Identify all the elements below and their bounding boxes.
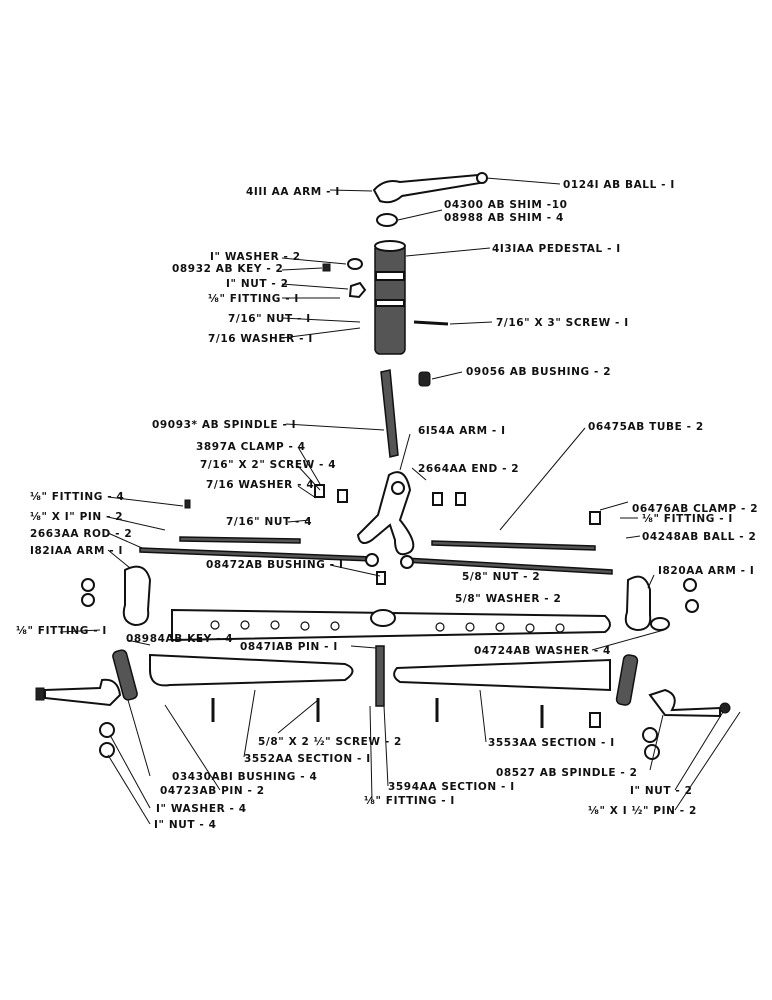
- leader-lines: [59, 177, 741, 825]
- tube-06475-right: [431, 540, 596, 551]
- washer-bottom-left-2: [99, 742, 115, 758]
- clamp-5: [589, 511, 601, 525]
- label-end-2664: 2664AA END - 2: [418, 463, 519, 475]
- end-2664: [365, 553, 379, 567]
- label-nut-1in-2b: I" NUT - 2: [630, 785, 692, 797]
- label-ball-04248: 04248AB BALL - 2: [642, 531, 756, 543]
- parts-illustration: [35, 172, 731, 760]
- label-bushing-03430: 03430ABI BUSHING - 4: [172, 771, 317, 783]
- bushing-03430-right: [615, 654, 639, 706]
- label-washer-7-16-1: 7/16 WASHER - I: [208, 333, 313, 345]
- pedestal-band: [375, 271, 405, 281]
- label-section-3594: 3594AA SECTION - I: [388, 781, 515, 793]
- label-washer-1in-4: I" WASHER - 4: [156, 803, 247, 815]
- side-washer: [81, 578, 95, 592]
- washer-bottom-right: [642, 727, 658, 743]
- spindle-09093: [380, 369, 399, 458]
- label-spindle-08527: 08527 AB SPINDLE - 2: [496, 767, 637, 779]
- nut-right-end: [719, 702, 731, 714]
- side-washer-2: [81, 593, 95, 607]
- label-key-08984: 08984AB KEY - 4: [126, 633, 233, 645]
- label-pin-04723: 04723AB PIN - 2: [160, 785, 265, 797]
- section-3553aa: [393, 658, 611, 692]
- washer-1in: [347, 258, 363, 270]
- end-2664-2: [400, 555, 414, 569]
- label-fitting-1d: ⅛" FITTING - I: [364, 795, 455, 807]
- label-nut-7-16-4: 7/16" NUT - 4: [226, 516, 312, 528]
- label-screw-7-16x2: 7/16" X 2" SCREW - 4: [200, 459, 336, 471]
- pedestal-top: [374, 240, 406, 252]
- bushing-bottom: [589, 712, 601, 728]
- part-labels: 0124I AB BALL - I 4III AA ARM - I 04300 …: [16, 179, 758, 831]
- clamp-2: [337, 489, 348, 503]
- washer-bottom-left: [99, 722, 115, 738]
- label-clamp-3897a: 3897A CLAMP - 4: [196, 441, 306, 453]
- label-nut-1in-4: I" NUT - 4: [154, 819, 216, 831]
- label-arm-6154a: 6I54A ARM - I: [418, 425, 506, 437]
- label-washer-1in-2: I" WASHER - 2: [210, 251, 301, 263]
- label-pedestal-4131: 4I3IAA PEDESTAL - I: [492, 243, 621, 255]
- clamp: [314, 484, 325, 498]
- spindle-08527-right: [648, 688, 721, 718]
- tube-06475-left: [179, 536, 301, 544]
- section-3552aa: [149, 653, 354, 687]
- side-washer-4: [685, 599, 699, 613]
- fitting-4: [184, 499, 191, 509]
- nut-1in: [348, 281, 367, 299]
- top-ball: [476, 172, 488, 184]
- side-washer-3: [683, 578, 697, 592]
- bushing-03430-left: [112, 649, 138, 701]
- label-fitting-4: ⅛" FITTING - 4: [30, 491, 124, 503]
- label-fitting-1b: ⅛" FITTING - I: [642, 513, 733, 525]
- bushing-09056: [418, 371, 431, 387]
- label-clamp-06476: 06476AB CLAMP - 2: [632, 503, 758, 515]
- spindle-nut-left: [35, 687, 45, 701]
- axle-center-boss: [370, 609, 396, 627]
- label-shim-08988: 08988 AB SHIM - 4: [444, 212, 564, 224]
- label-pin-1-8x1-5: ⅛" X I ½" PIN - 2: [588, 805, 697, 817]
- axle-holes: [210, 620, 565, 633]
- pin-08471: [375, 645, 385, 707]
- label-fitting-1a: ⅛" FITTING - I: [208, 293, 299, 305]
- arm-6154a-hole: [391, 481, 405, 495]
- label-washer-04724: 04724AB WASHER - 4: [474, 645, 611, 657]
- arm-1820aa: [624, 575, 652, 632]
- label-section-3553: 3553AA SECTION - I: [488, 737, 615, 749]
- label-tube-06475: 06475AB TUBE - 2: [588, 421, 704, 433]
- arm-6154a: [356, 471, 415, 556]
- washer-bottom-right-2: [644, 744, 660, 760]
- arm-1821aa: [122, 565, 152, 627]
- key: [322, 263, 331, 272]
- label-pin-1-8x1: ⅛" X I" PIN - 2: [30, 511, 123, 523]
- pedestal-band-2: [375, 299, 405, 307]
- label-arm-4111: 4III AA ARM - I: [246, 186, 340, 198]
- bushing-08472: [376, 571, 386, 585]
- clamp-4: [455, 492, 466, 506]
- label-spindle-09093: 09093* AB SPINDLE - I: [152, 419, 296, 431]
- label-washer-7-16-4: 7/16 WASHER - 4: [206, 479, 314, 491]
- label-rod-2663: 2663AA ROD - 2: [30, 528, 132, 540]
- label-screw-7-16x3: 7/16" X 3" SCREW - I: [496, 317, 629, 329]
- shim: [376, 213, 398, 227]
- label-arm-1821: I82IAA ARM - I: [30, 545, 123, 557]
- label-arm-1820: I820AA ARM - I: [658, 565, 754, 577]
- label-screw-5-8x2-5-left: 5/8" X 2 ½" SCREW - 2: [258, 736, 402, 748]
- spindle-08527-left: [44, 678, 122, 707]
- label-nut-1in-2: I" NUT - 2: [226, 278, 288, 290]
- clamp-3: [432, 492, 443, 506]
- label-bushing-08472: 08472AB BUSHING - I: [206, 559, 343, 571]
- label-shim-04300: 04300 AB SHIM -10: [444, 199, 568, 211]
- label-key-08932: 08932 AB KEY - 2: [172, 263, 283, 275]
- label-pin-08471: 0847IAB PIN - I: [240, 641, 338, 653]
- label-section-3552: 3552AA SECTION - I: [244, 753, 371, 765]
- label-nut-7-16-1: 7/16" NUT - I: [228, 313, 311, 325]
- label-bushing-09056: 09056 AB BUSHING - 2: [466, 366, 611, 378]
- screw-7-16x3: [413, 320, 449, 326]
- label-washer-5-8-2: 5/8" WASHER - 2: [455, 593, 561, 605]
- label-ball-01241: 0124I AB BALL - I: [563, 179, 675, 191]
- label-nut-5-8-2: 5/8" NUT - 2: [462, 571, 540, 583]
- label-fitting-1c: ⅛" FITTING - I: [16, 625, 107, 637]
- washer-04724: [650, 617, 670, 631]
